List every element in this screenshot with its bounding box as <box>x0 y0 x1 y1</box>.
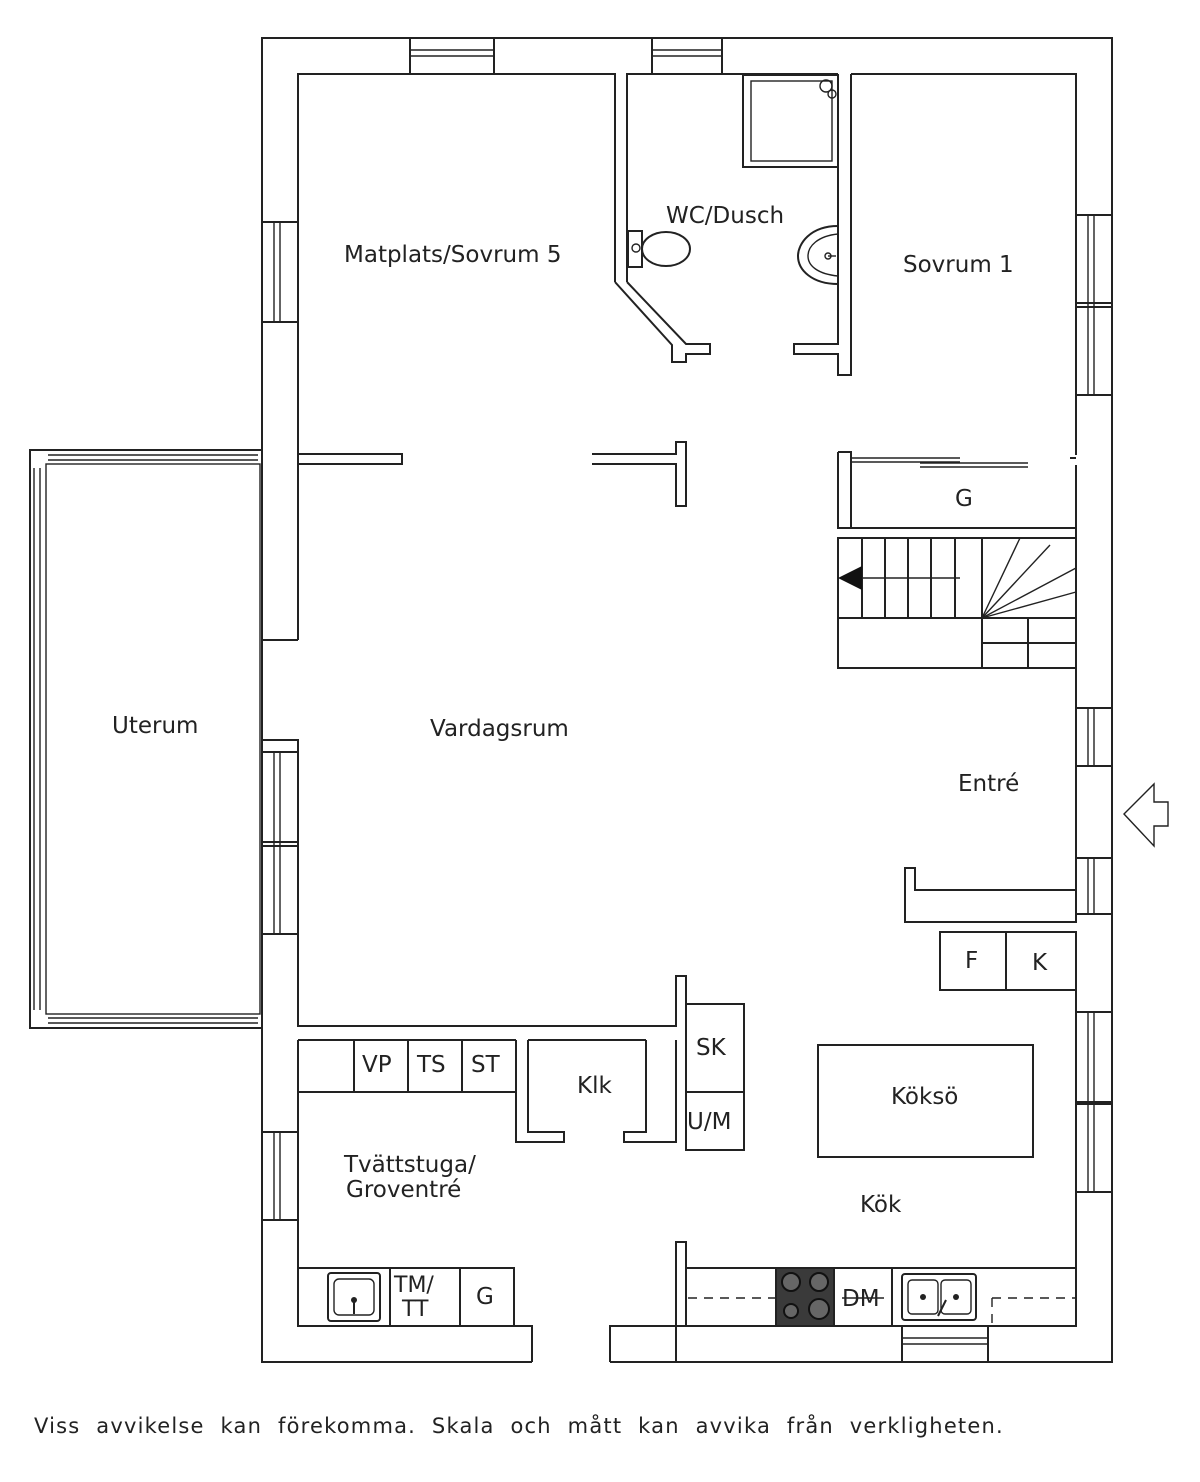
entrance-arrow-icon <box>1123 782 1169 848</box>
fixture-label-st: ST <box>471 1052 501 1078</box>
kitchen-island <box>817 1044 1034 1158</box>
laundry-sink-icon <box>327 1272 381 1322</box>
room-label-sovrum1: Sovrum 1 <box>903 252 1014 278</box>
room-label-uterum: Uterum <box>112 713 198 739</box>
fixture-label-dm: DM <box>842 1286 880 1312</box>
stair-direction-arrow-icon <box>838 566 862 590</box>
laundry-appliances <box>297 1040 515 1327</box>
fixture-label-tt: TT <box>401 1297 429 1322</box>
room-label-wc: WC/Dusch <box>666 203 784 229</box>
interior-walls <box>298 74 1076 1143</box>
cabinets-fk <box>939 931 1077 991</box>
room-label-tvattstuga: Tvättstuga/ <box>343 1152 476 1178</box>
washbasin-icon <box>796 225 839 285</box>
room-label-klk: Klk <box>577 1073 612 1099</box>
room-label-koksö: Köksö <box>891 1084 958 1110</box>
kitchen-counter <box>685 1267 1077 1327</box>
fixture-label-vp: VP <box>362 1052 392 1078</box>
uterum-glazing <box>29 449 263 1029</box>
toilet-icon <box>627 230 691 268</box>
stove-icon <box>775 1267 835 1327</box>
staircase <box>837 537 1077 669</box>
room-label-groventre: Groventré <box>346 1177 461 1203</box>
closet-sk-um <box>685 1003 745 1151</box>
room-label-vardagsrum: Vardagsrum <box>430 716 569 742</box>
fixture-label-g-laundry: G <box>476 1284 494 1310</box>
fixture-label-sk: SK <box>696 1035 727 1061</box>
room-label-matplats: Matplats/Sovrum 5 <box>344 242 561 268</box>
fixture-label-k: K <box>1032 950 1048 976</box>
room-label-entre: Entré <box>958 771 1019 797</box>
fixture-label-um: U/M <box>687 1109 731 1135</box>
shower-icon <box>742 74 839 168</box>
windows <box>261 37 1113 1363</box>
fixture-label-g-closet: G <box>955 486 973 512</box>
room-label-kok: Kök <box>860 1192 902 1218</box>
fixture-label-ts: TS <box>416 1052 446 1078</box>
fixture-label-tm: TM/ <box>393 1273 434 1298</box>
disclaimer-text: Viss avvikelse kan förekomma. Skala och … <box>34 1414 1004 1438</box>
kitchen-sink-icon <box>901 1273 977 1321</box>
fixture-label-f: F <box>965 948 978 974</box>
